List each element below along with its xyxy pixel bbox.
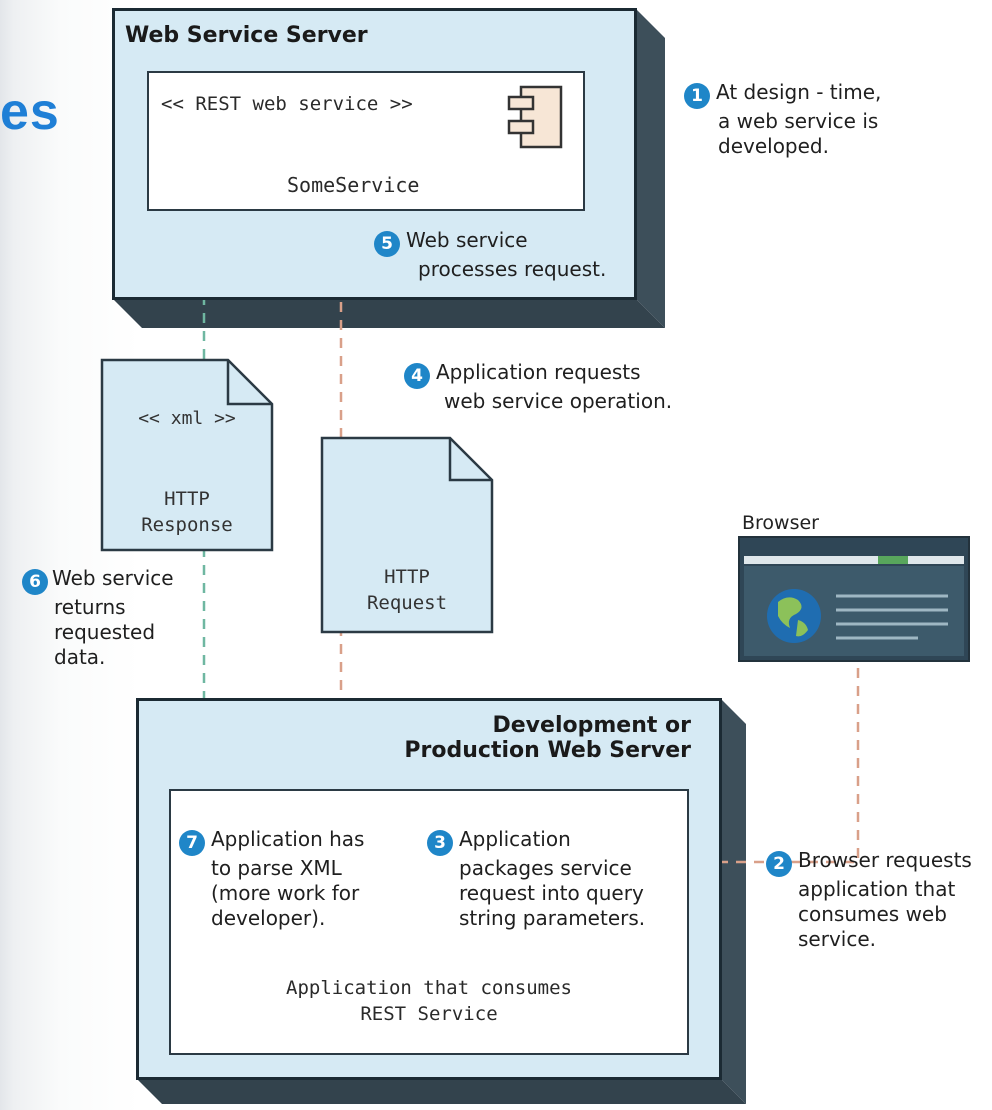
step-2-badge: 2 xyxy=(766,851,792,877)
request-line2: Request xyxy=(366,592,448,614)
browser-icon xyxy=(738,536,970,662)
component-stereotype: << REST web service >> xyxy=(161,93,413,115)
step-7-badge: 7 xyxy=(179,830,205,856)
http-request-document xyxy=(320,436,494,634)
http-request-labels: HTTP Request xyxy=(320,436,494,636)
step-6-badge: 6 xyxy=(22,569,48,595)
request-line1: HTTP xyxy=(384,566,430,588)
globe-icon xyxy=(767,589,821,643)
app-server-bottom-face xyxy=(136,1078,746,1104)
ws-server-bottom-face xyxy=(112,298,665,328)
web-service-server-node: Web Service Server << REST web service >… xyxy=(112,8,637,300)
ws-server-side-face xyxy=(635,8,665,328)
response-stereotype: << xml >> xyxy=(138,408,236,429)
component-icon xyxy=(507,85,563,149)
response-line2: Response xyxy=(141,514,233,536)
app-node-title: Development or Production Web Server xyxy=(404,713,691,763)
step-3-badge: 3 xyxy=(427,830,453,856)
browser-label: Browser xyxy=(742,512,819,534)
component-name: SomeService xyxy=(287,173,420,197)
node-title: Web Service Server xyxy=(125,23,368,48)
http-response-labels: << xml >> HTTP Response xyxy=(100,358,274,554)
app-server-side-face xyxy=(720,698,746,1104)
app-name-line2: REST Service xyxy=(360,1003,498,1025)
http-response-document xyxy=(100,358,274,552)
response-line1: HTTP xyxy=(164,488,210,510)
rest-service-component: << REST web service >> SomeService xyxy=(147,71,585,211)
browser-line xyxy=(688,668,860,864)
slide-title-fragment: es xyxy=(0,83,60,141)
step-5-badge: 5 xyxy=(374,231,400,257)
app-name-line1: Application that consumes xyxy=(286,977,572,999)
step-4-badge: 4 xyxy=(404,363,430,389)
step-1-badge: 1 xyxy=(684,83,710,109)
